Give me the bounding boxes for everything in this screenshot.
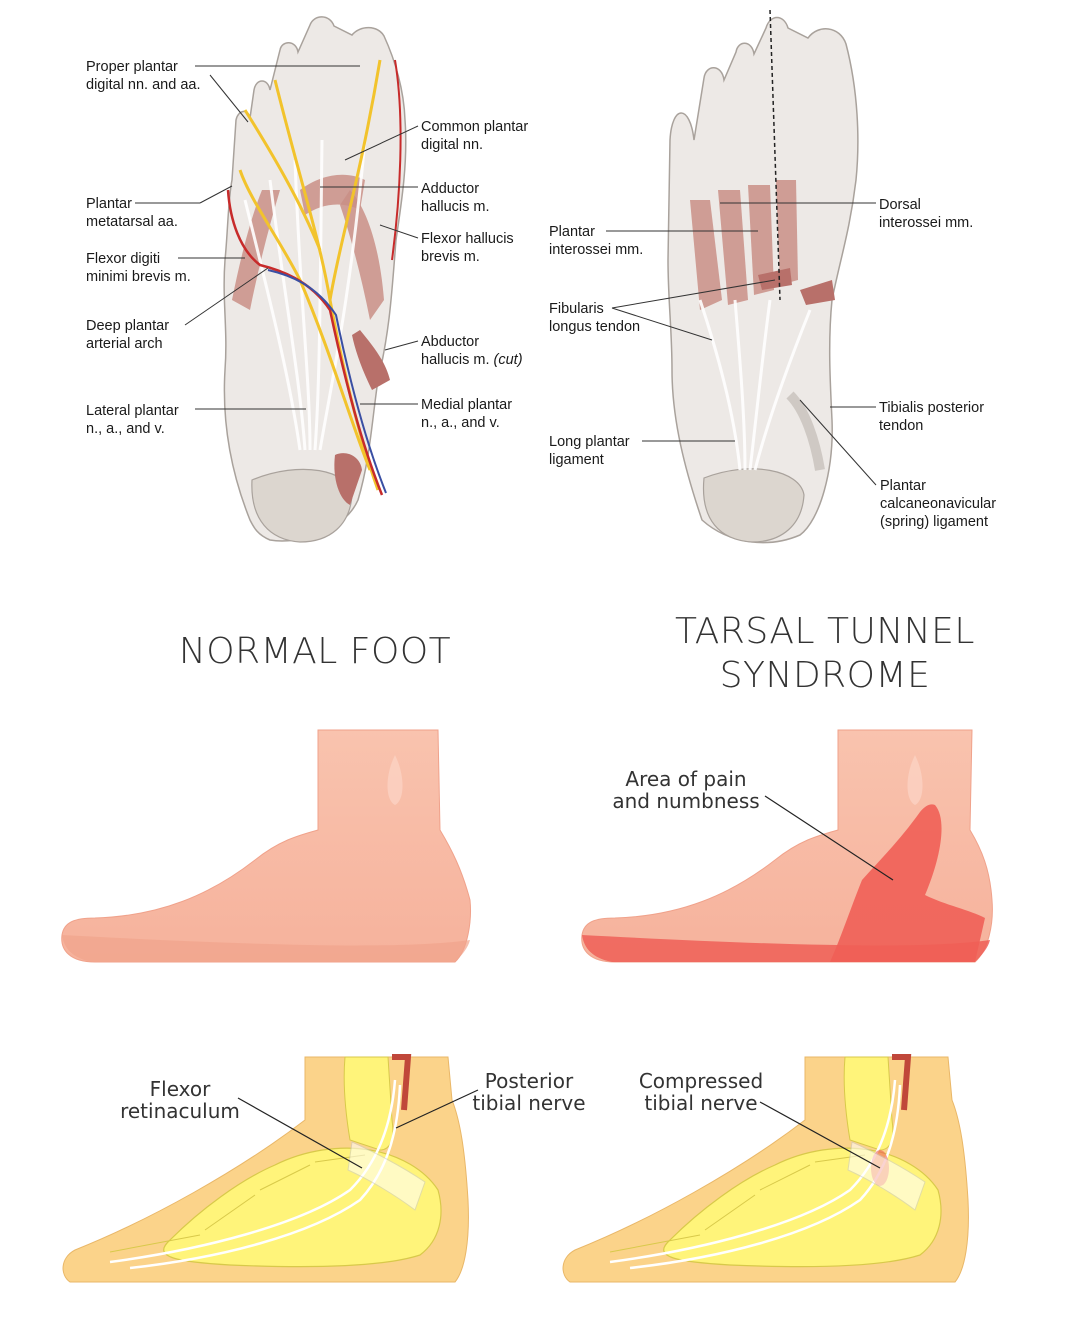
heading-tarsal-tunnel-syndrome: TARSAL TUNNEL SYNDROME: [675, 611, 975, 696]
label-area-of-pain: Area of pain and numbness: [612, 767, 760, 813]
compressed-leader: [759, 1101, 881, 1169]
label-medial-plantar: Medial plantar n., a., and v.: [421, 397, 513, 431]
label-deep-plantar-arch: Deep plantar arterial arch: [86, 318, 170, 352]
plantar-foot-left-illustration: [223, 16, 407, 543]
plantar-foot-right-illustration: [667, 9, 859, 544]
normal-ankle-nerve-diagram: [62, 1054, 469, 1283]
label-flexor-hallucis-brevis: Flexor hallucis brevis m.: [421, 231, 514, 265]
leader-lines-right: [606, 202, 877, 486]
label-proper-plantar-digital: Proper plantar digital nn. and aa.: [86, 59, 201, 93]
label-abductor-line2: hallucis m.: [421, 352, 494, 368]
pain-leader-line: [764, 795, 894, 881]
label-compressed-tibial-nerve: Compressed tibial nerve: [638, 1069, 764, 1115]
label-common-plantar-digital: Common plantar digital nn.: [421, 119, 529, 153]
label-abductor-cut: (cut): [493, 352, 523, 368]
label-plantar-metatarsal: Plantar metatarsal aa.: [86, 196, 178, 230]
label-flexor-retinaculum: Flexor retinaculum: [120, 1077, 240, 1123]
label-flexor-digiti-minimi: Flexor digiti minimi brevis m.: [86, 251, 191, 285]
tarsal-tunnel-skin-illustration: [581, 729, 993, 963]
heading-normal-foot: NORMAL FOOT: [178, 631, 452, 672]
label-adductor-hallucis: Adductor hallucis m.: [421, 181, 490, 215]
label-posterior-tibial-nerve: Posterior tibial nerve: [472, 1069, 586, 1115]
compressed-ankle-nerve-diagram: [562, 1054, 969, 1283]
normal-ankle-leaders: [237, 1089, 479, 1169]
label-long-plantar-ligament: Long plantar ligament: [549, 434, 630, 468]
label-spring-ligament: Plantar calcaneonavicular (spring) ligam…: [880, 478, 997, 530]
label-tibialis-posterior: Tibialis posterior tendon: [879, 400, 985, 434]
label-abductor-line1: Abductor: [421, 334, 480, 350]
label-lateral-plantar: Lateral plantar n., a., and v.: [86, 403, 179, 437]
normal-foot-skin-illustration: [61, 729, 471, 963]
label-fibularis-longus: Fibularis longus tendon: [549, 301, 641, 335]
leader-lines-left: [135, 65, 419, 410]
label-abductor-hallucis: Abductor hallucis m. (cut): [421, 333, 523, 369]
label-plantar-interossei: Plantar interossei mm.: [549, 224, 644, 258]
label-dorsal-interossei: Dorsal interossei mm.: [879, 197, 974, 231]
